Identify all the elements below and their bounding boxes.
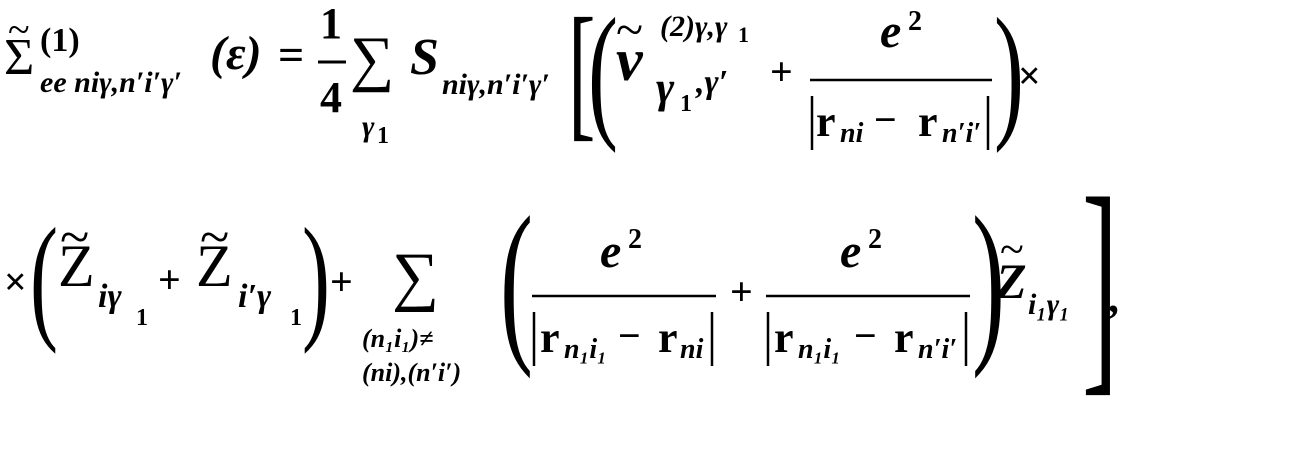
v-superscript: (2)γ,γ [660, 10, 728, 43]
fraction-1-denominator-minus: − [874, 97, 897, 142]
sigma-subscript: ee niγ,n′i′γ′ [40, 66, 182, 99]
plus-sign-before-sum: + [330, 259, 353, 304]
right-parenthesis-z-group: ) [302, 200, 330, 355]
right-parenthesis-fractions: ) [972, 180, 1005, 379]
left-parenthesis-z-group: ( [30, 200, 58, 355]
fraction-1-denominator-r1: r [816, 97, 836, 146]
times-sign-end-line-1: × [1018, 53, 1041, 98]
z1-tilde: ~ [60, 207, 90, 267]
summation-condition-line-1: (n₁i₁)≠ [362, 324, 434, 353]
summation-symbol-gamma1: ∑ [350, 25, 395, 93]
v-subscript-rest: ,γ′ [696, 64, 729, 101]
summation-index-gamma: γ [362, 110, 375, 143]
summation-symbol-n1i1: ∑ [392, 240, 440, 313]
z3-subscript: i₁γ₁ [1028, 288, 1070, 321]
z2-subscript-index: 1 [290, 305, 302, 331]
fraction-one-quarter-denominator: 4 [320, 73, 342, 122]
fraction-2-numerator-exponent: 2 [628, 224, 642, 255]
fraction-2-numerator-e: e [600, 225, 622, 278]
z3-symbol: Z [996, 253, 1027, 309]
fraction-1-numerator-exponent: 2 [908, 6, 922, 37]
z1-symbol: Z [58, 233, 95, 299]
left-parenthesis-large: ( [588, 0, 618, 154]
fraction-3-denominator-r1: r [774, 313, 794, 362]
z2-subscript: i′γ [238, 278, 272, 315]
fraction-3-denominator-r2-subscript: n′i′ [918, 334, 958, 365]
plus-sign-1: + [770, 49, 793, 94]
fraction-one-quarter-numerator: 1 [320, 0, 342, 48]
v-subscript-gamma: γ [656, 63, 675, 112]
plus-sign-z: + [158, 257, 181, 302]
fraction-2-denominator-r1-subscript: n₁i₁ [564, 334, 607, 365]
summation-index-gamma-number: 1 [377, 123, 389, 149]
sigma-tilde: ~ [8, 7, 30, 52]
z3-tilde: ~ [1000, 225, 1024, 274]
fraction-2-denominator-minus: − [618, 313, 641, 358]
s-subscript: niγ,n′i′γ′ [442, 68, 550, 101]
z2-symbol: Z [196, 233, 233, 299]
fraction-2-denominator-r2-subscript: ni [680, 334, 704, 365]
times-sign-start-line-2: × [4, 259, 27, 304]
fraction-3-numerator-exponent: 2 [868, 224, 882, 255]
fraction-1-numerator-e: e [880, 5, 902, 58]
z2-tilde: ~ [200, 207, 230, 267]
v-subscript-index: 1 [680, 91, 692, 117]
fraction-3-denominator-minus: − [854, 313, 877, 358]
fraction-1-denominator-r2: r [918, 97, 938, 146]
sigma-symbol: Σ [4, 29, 35, 86]
plus-sign-between-fractions: + [730, 269, 753, 314]
fraction-3-denominator-r2: r [894, 313, 914, 362]
trailing-comma: , [1108, 273, 1119, 322]
s-symbol: S [410, 29, 439, 86]
z1-subscript: iγ [98, 278, 122, 315]
right-parenthesis-large: ) [994, 0, 1024, 154]
v-superscript-index: 1 [738, 22, 749, 47]
v-tilde: ~ [616, 1, 644, 57]
left-parenthesis-fractions: ( [500, 180, 533, 379]
z1-subscript-index: 1 [136, 305, 148, 331]
big-left-bracket: [ [568, 0, 596, 154]
fraction-2-denominator-r2: r [658, 313, 678, 362]
summation-condition-line-2: (ni),(n′i′) [362, 358, 462, 387]
fraction-3-denominator-r1-subscript: n₁i₁ [798, 334, 841, 365]
equals-sign: = [278, 29, 305, 80]
fraction-1-denominator-r2-subscript: n′i′ [942, 118, 982, 149]
fraction-2-denominator-r1: r [540, 313, 560, 362]
fraction-1-denominator-r1-subscript: ni [840, 118, 864, 149]
sigma-argument: (ε) [210, 27, 262, 80]
big-right-bracket: ] [1082, 149, 1118, 415]
sigma-superscript: (1) [40, 22, 80, 59]
fraction-3-numerator-e: e [840, 225, 862, 278]
v-symbol: v [616, 27, 643, 93]
